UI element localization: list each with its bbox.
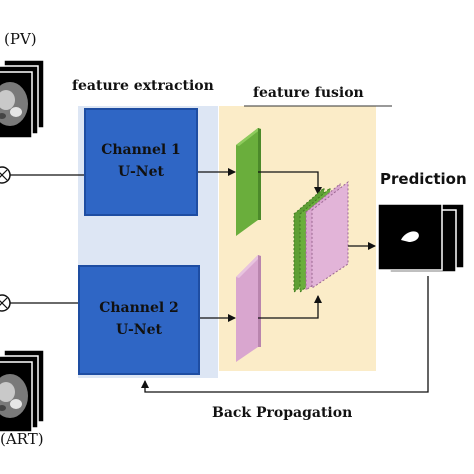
channel-1-unet: Channel 1 U-Net	[84, 108, 198, 216]
prediction-title: Prediction	[380, 170, 467, 188]
fused-feature-block	[293, 180, 349, 294]
channel-1-unet-label: U-Net	[118, 164, 164, 180]
arrow-green-to-fusion	[258, 171, 322, 195]
channel-2-label: Channel 2	[99, 300, 179, 317]
art-label: (ART)	[0, 430, 44, 448]
bottom-input-circle	[0, 294, 11, 312]
arrow-pink-to-fusion	[258, 295, 322, 319]
pink-feature-map	[236, 255, 261, 362]
green-feature-map	[236, 128, 261, 236]
prediction-mask-stack	[377, 203, 465, 273]
channel-1-label: Channel 1	[101, 142, 181, 159]
pv-ct-image-stack	[0, 59, 45, 139]
feature-fusion-title: feature fusion	[253, 85, 364, 101]
pv-label: (PV)	[4, 30, 37, 48]
back-propagation-arrow	[141, 276, 429, 393]
back-propagation-label: Back Propagation	[212, 405, 353, 421]
top-input-circle	[0, 166, 11, 184]
feature-extraction-title: feature extraction	[72, 78, 214, 94]
art-ct-image-stack	[0, 349, 45, 433]
channel-2-unet-label: U-Net	[116, 322, 162, 338]
channel-2-unet: Channel 2 U-Net	[78, 265, 200, 375]
